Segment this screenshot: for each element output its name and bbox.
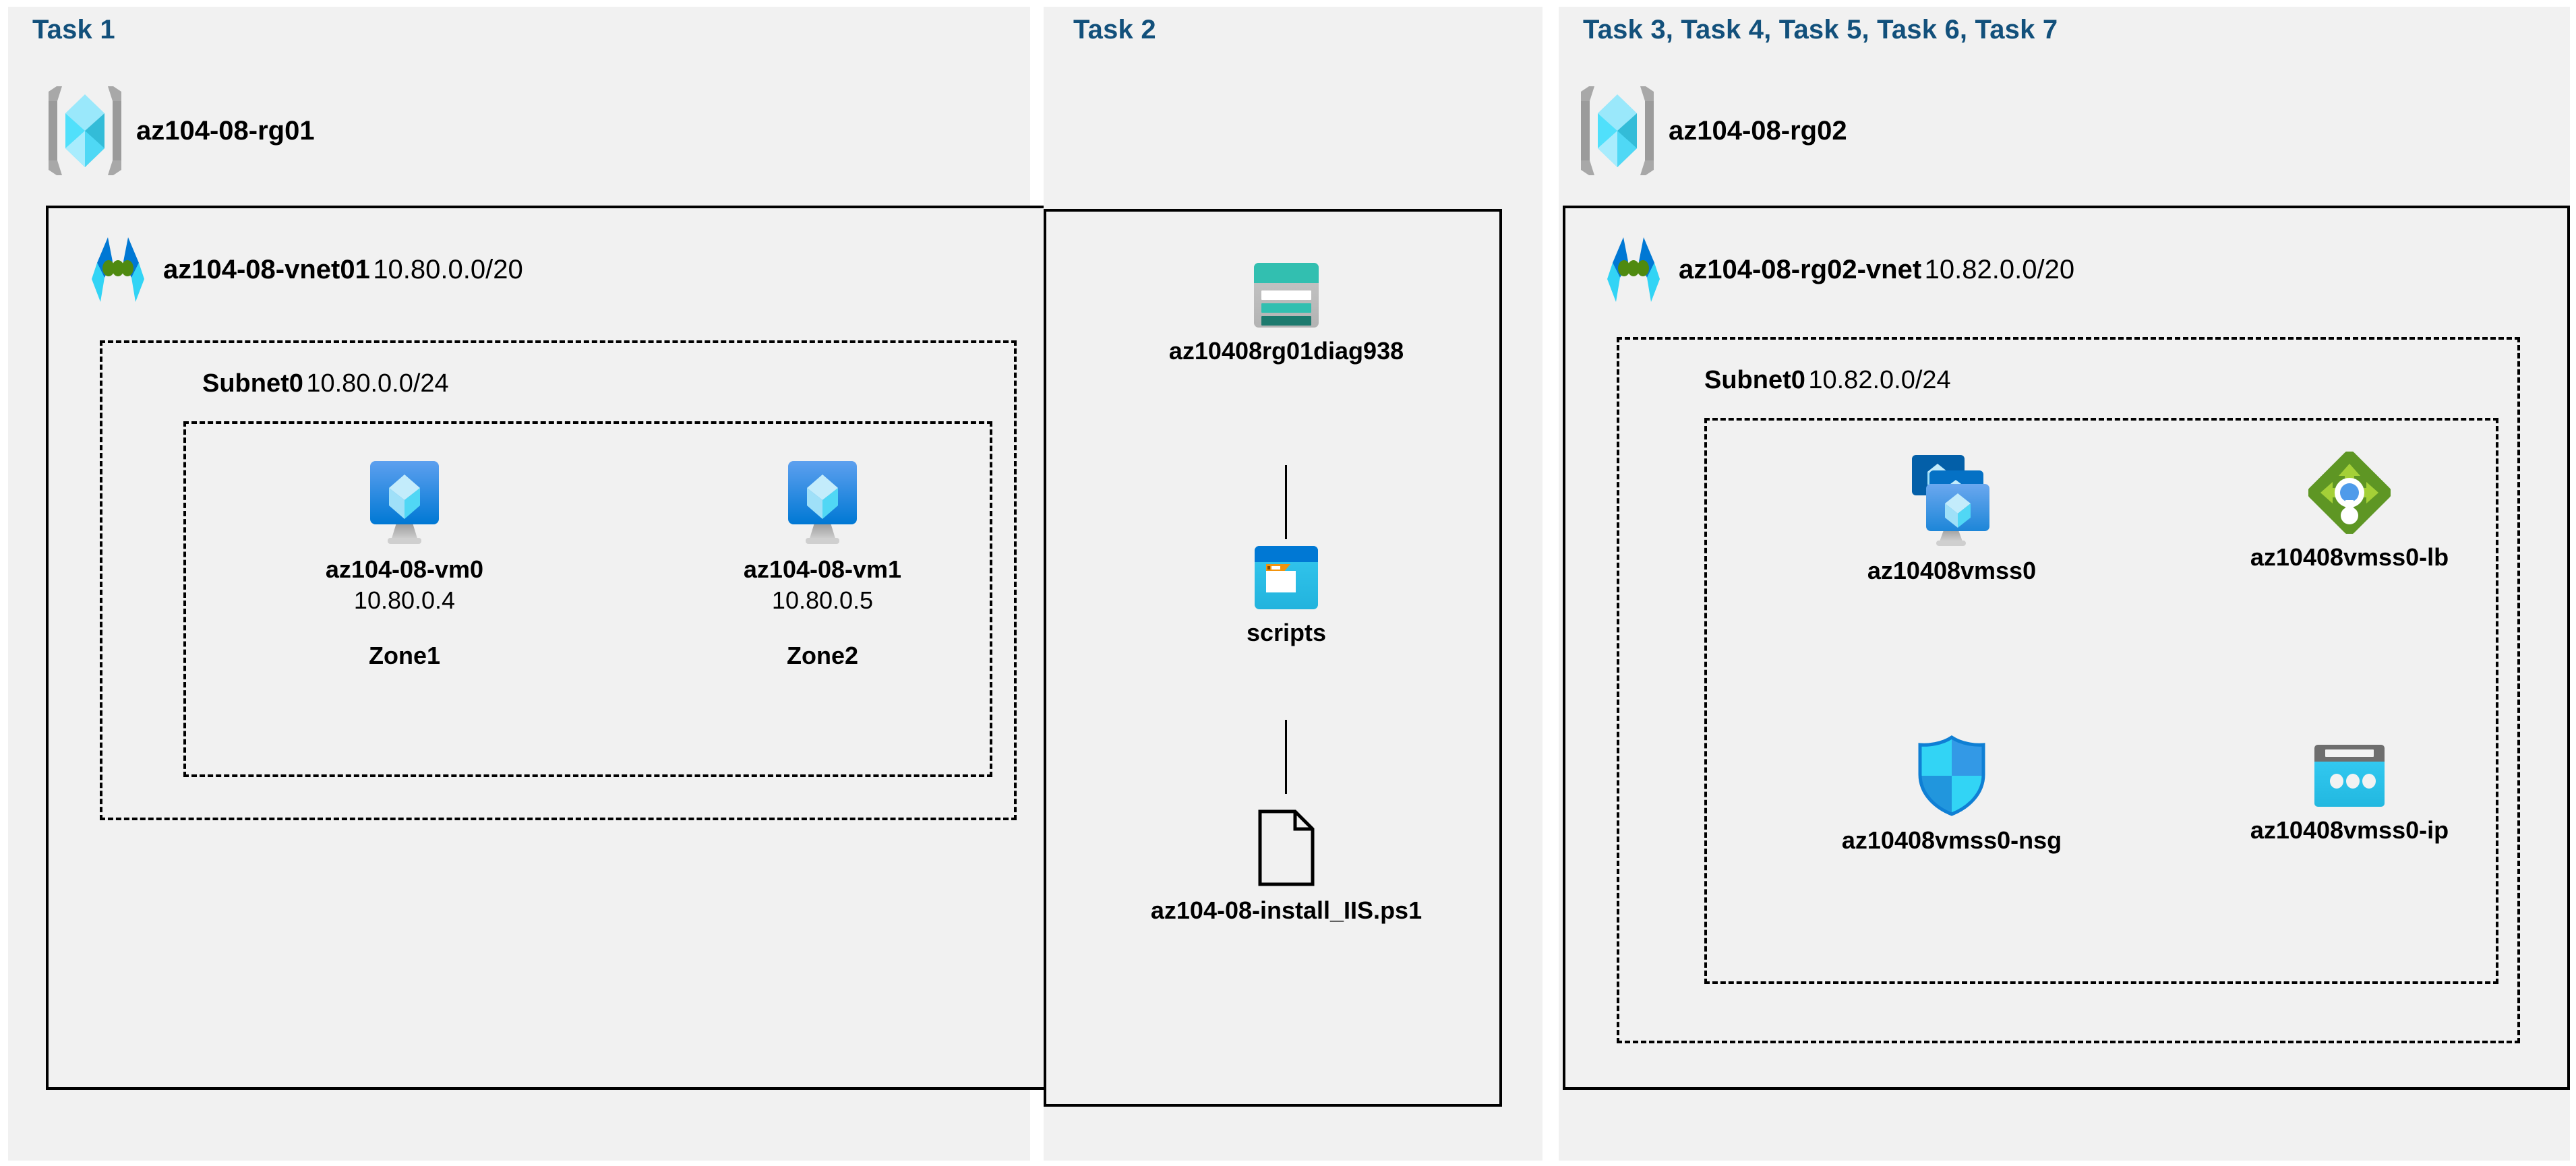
load-balancer-icon bbox=[2308, 452, 2391, 534]
vmss-node[interactable]: az10408vmss0 bbox=[1793, 452, 2110, 585]
task3-resource-group: az104-08-rg02 bbox=[1581, 86, 1847, 175]
task3-title: Task 3, Task 4, Task 5, Task 6, Task 7 bbox=[1583, 15, 2058, 44]
file-name: az104-08-install_IIS.ps1 bbox=[1150, 896, 1422, 924]
task3-subnet-label: Subnet0 10.82.0.0/24 bbox=[1704, 366, 1951, 395]
resource-group-icon bbox=[49, 86, 121, 175]
vm-node-0-zone: Zone1 bbox=[368, 642, 440, 669]
task1-resource-group: az104-08-rg01 bbox=[49, 86, 315, 175]
task1-vnet-cidr: 10.80.0.0/20 bbox=[373, 254, 523, 284]
virtual-network-icon bbox=[92, 237, 144, 302]
task3-vnet-name: az104-08-rg02-vnet bbox=[1679, 254, 1922, 284]
task3-subnet-name: Subnet0 bbox=[1704, 366, 1805, 394]
virtual-machine-icon bbox=[788, 461, 857, 544]
vm-node-0-name: az104-08-vm0 bbox=[325, 555, 484, 583]
task3-vnet-box bbox=[1563, 206, 2570, 1090]
load-balancer-name: az10408vmss0-lb bbox=[2250, 543, 2449, 571]
task1-vnet-name: az104-08-vnet01 bbox=[163, 254, 370, 284]
file-node[interactable]: az104-08-install_IIS.ps1 bbox=[1118, 809, 1455, 925]
task3-vnet-header: az104-08-rg02-vnet 10.82.0.0/20 bbox=[1603, 235, 2074, 305]
load-balancer-node[interactable]: az10408vmss0-lb bbox=[2191, 452, 2508, 572]
vm-node-1-name: az104-08-vm1 bbox=[743, 555, 902, 583]
task1-title: Task 1 bbox=[32, 15, 115, 44]
task1-subnet-cidr: 10.80.0.0/24 bbox=[306, 369, 449, 398]
vm-node-1-ip: 10.80.0.5 bbox=[771, 586, 874, 614]
task1-vnet-header: az104-08-vnet01 10.80.0.0/20 bbox=[88, 235, 523, 305]
connector-storage-to-blob bbox=[1285, 465, 1287, 539]
file-icon bbox=[1258, 809, 1315, 886]
task3-inner-box bbox=[1704, 418, 2498, 984]
storage-account-icon bbox=[1254, 263, 1319, 328]
cube-glyph bbox=[65, 94, 104, 167]
virtual-network-icon bbox=[1607, 237, 1660, 302]
task1-subnet-label: Subnet0 10.80.0.0/24 bbox=[202, 369, 449, 398]
task3-vnet-cidr: 10.82.0.0/20 bbox=[1924, 254, 2075, 284]
blob-container-node[interactable]: scripts bbox=[1118, 546, 1455, 647]
task1-rg-label: az104-08-rg01 bbox=[136, 115, 315, 146]
public-ip-address-icon bbox=[2314, 745, 2385, 807]
task3-rg-label: az104-08-rg02 bbox=[1669, 115, 1847, 146]
cube-glyph bbox=[1598, 94, 1637, 167]
task1-subnet-box bbox=[100, 340, 1017, 820]
vm-node-0[interactable]: az104-08-vm0 10.80.0.4 Zone1 bbox=[297, 458, 512, 670]
public-ip-node[interactable]: az10408vmss0-ip bbox=[2191, 745, 2508, 845]
resource-group-icon bbox=[1581, 86, 1654, 175]
task2-title: Task 2 bbox=[1073, 15, 1156, 44]
task3-subnet-cidr: 10.82.0.0/24 bbox=[1808, 366, 1951, 394]
blob-container-icon bbox=[1255, 546, 1318, 609]
vm-node-1-zone: Zone2 bbox=[786, 642, 858, 669]
vm-scale-set-icon bbox=[1912, 455, 1989, 546]
storage-account-name: az10408rg01diag938 bbox=[1168, 337, 1404, 365]
storage-account-node[interactable]: az10408rg01diag938 bbox=[1118, 263, 1455, 365]
network-security-group-icon bbox=[1918, 735, 1985, 816]
public-ip-name: az10408vmss0-ip bbox=[2250, 816, 2449, 844]
nsg-node[interactable]: az10408vmss0-nsg bbox=[1793, 735, 2110, 855]
task3-subnet-box bbox=[1617, 337, 2520, 1043]
task1-subnet-name: Subnet0 bbox=[202, 369, 303, 398]
nsg-name: az10408vmss0-nsg bbox=[1841, 826, 2062, 854]
vm-node-1[interactable]: az104-08-vm1 10.80.0.5 Zone2 bbox=[715, 458, 930, 670]
blob-container-name: scripts bbox=[1246, 619, 1327, 646]
virtual-machine-icon bbox=[370, 461, 439, 544]
task1-zones-box bbox=[183, 421, 992, 777]
vmss-name: az10408vmss0 bbox=[1867, 557, 2037, 584]
connector-blob-to-file bbox=[1285, 720, 1287, 794]
task2-box bbox=[1044, 209, 1502, 1107]
vm-node-0-ip: 10.80.0.4 bbox=[353, 586, 456, 614]
